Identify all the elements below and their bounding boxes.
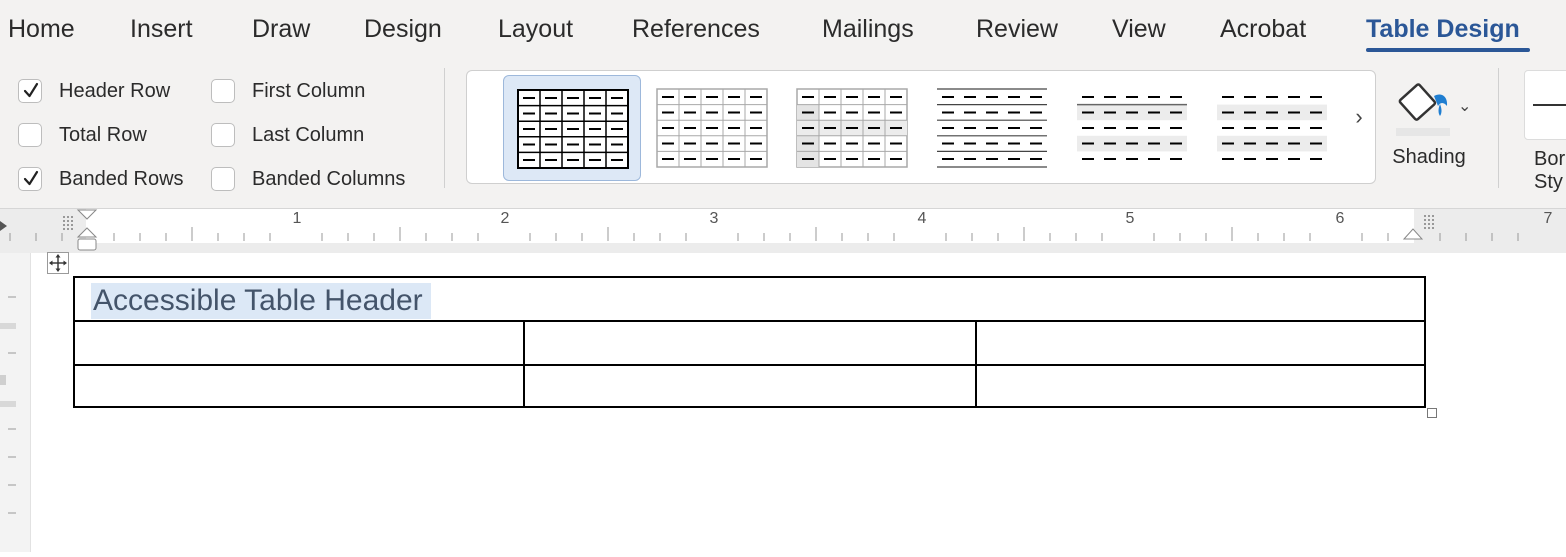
paint-bucket-icon [1396,83,1450,136]
vertical-ruler-ticks [0,296,16,514]
table-column-divider [523,322,525,408]
ribbon-group-divider [1498,68,1499,188]
last-column-label: Last Column [252,123,365,146]
table-style-table-grid[interactable] [503,75,641,181]
table-column-divider [975,322,977,408]
ribbon-tab-bar: Home Insert Draw Design Layout Reference… [0,0,1566,60]
ruler-margin-strip [86,209,1414,243]
checkmark-icon [23,82,39,98]
ruler-number: 2 [500,210,510,227]
table-style-preview-icon [517,89,629,169]
gallery-next-button[interactable]: › [1346,104,1372,130]
table-style-plain-1[interactable] [643,75,781,181]
banded-columns-checkbox[interactable] [211,167,235,191]
table-cell[interactable] [977,366,1424,406]
vertical-ruler [0,253,31,552]
tab-mailings[interactable]: Mailings [822,15,914,43]
tab-draw[interactable]: Draw [252,15,311,43]
ruler-number: 1 [292,210,302,227]
chevron-down-icon[interactable]: ⌄ [1458,98,1472,115]
chevron-right-icon: › [1355,104,1363,129]
header-row-label: Header Row [59,79,171,102]
table-cell[interactable] [75,322,523,364]
option-last-column[interactable]: Last Column [211,122,364,148]
table-style-preview-icon [1217,96,1327,160]
option-banded-rows[interactable]: Banded Rows [18,166,184,192]
table-header-text: Accessible Table Header [91,283,431,319]
table-style-preview-icon [796,88,908,168]
ruler-number: 6 [1335,210,1345,227]
table-column-marker-icon[interactable] [62,214,76,232]
ruler-ticks [9,227,1519,241]
table-styles-gallery [466,70,1376,184]
header-row-checkbox[interactable] [18,79,42,103]
first-line-indent-marker-icon[interactable] [76,209,98,253]
table-cell[interactable] [525,366,975,406]
border-style-preview-icon [1524,70,1566,140]
shading-button[interactable]: ⌄ Shading [1384,68,1484,182]
total-row-label: Total Row [59,123,147,146]
option-first-column[interactable]: First Column [211,78,365,104]
option-total-row[interactable]: Total Row [18,122,147,148]
ruler-number: 4 [917,210,927,227]
table-style-plain-4[interactable] [1203,75,1341,181]
ribbon-table-design: Header Row Total Row Banded Rows First C… [0,60,1566,209]
ribbon-group-divider [444,68,445,188]
border-styles-button[interactable]: Bor Sty [1522,68,1566,193]
ruler-left-arrow-icon[interactable] [0,219,8,233]
first-column-checkbox[interactable] [211,79,235,103]
table-cell[interactable] [525,322,975,364]
table-cell[interactable] [75,366,523,406]
table-style-plain-2[interactable] [923,75,1061,181]
table-cell[interactable] [977,322,1424,364]
option-banded-columns[interactable]: Banded Columns [211,166,405,192]
tab-insert[interactable]: Insert [130,15,193,43]
table-style-grid-light[interactable] [783,75,921,181]
right-indent-marker-icon[interactable] [1403,209,1439,243]
tab-design[interactable]: Design [364,15,442,43]
tab-home[interactable]: Home [8,15,75,43]
option-header-row[interactable]: Header Row [18,78,170,104]
tab-table-design[interactable]: Table Design [1366,15,1520,43]
tab-layout[interactable]: Layout [498,15,574,43]
tab-review[interactable]: Review [976,15,1058,43]
banded-rows-label: Banded Rows [59,167,184,190]
table-move-handle[interactable] [47,252,69,274]
tab-acrobat[interactable]: Acrobat [1220,15,1307,43]
move-arrows-icon [49,254,67,272]
last-column-checkbox[interactable] [211,123,235,147]
table-header-cell[interactable]: Accessible Table Header [75,278,1424,320]
document-table[interactable]: Accessible Table Header [73,276,1426,408]
tab-references[interactable]: References [632,15,760,43]
tab-view[interactable]: View [1112,15,1166,43]
ruler-number: 7 [1543,210,1553,227]
table-resize-handle[interactable] [1427,408,1437,418]
table-row-divider [75,364,1424,366]
checkmark-icon [23,170,39,186]
table-style-preview-icon [1077,96,1187,160]
table-style-preview-icon [656,88,768,168]
table-style-preview-icon [937,88,1047,168]
total-row-checkbox[interactable] [18,123,42,147]
table-row-divider [75,320,1424,322]
active-tab-indicator [1366,48,1530,52]
shading-label: Shading [1392,146,1466,168]
banded-rows-checkbox[interactable] [18,167,42,191]
ruler-number: 5 [1125,210,1135,227]
border-styles-label: Bor Sty [1534,148,1566,193]
first-column-label: First Column [252,79,366,102]
banded-columns-label: Banded Columns [252,167,406,190]
table-style-plain-3[interactable] [1063,75,1201,181]
ruler-number: 3 [709,210,719,227]
horizontal-ruler: 1 2 3 4 5 6 7 [0,209,1566,253]
